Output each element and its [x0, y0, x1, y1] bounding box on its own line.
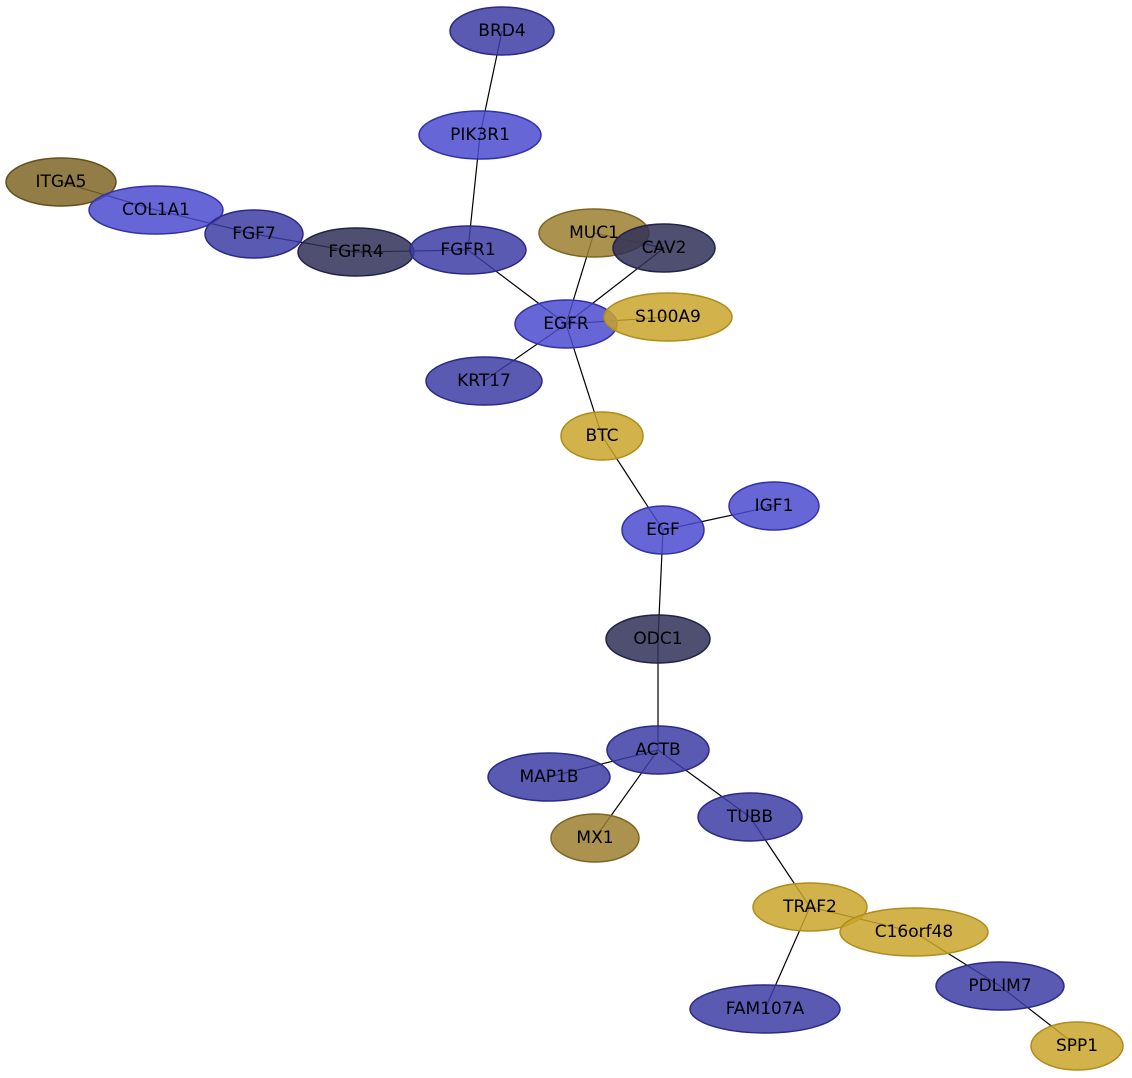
node-fgfr1[interactable]: FGFR1 — [409, 225, 527, 275]
node-shape — [5, 157, 117, 207]
node-shape — [621, 505, 705, 555]
node-label: SPP1 — [1056, 1036, 1098, 1056]
node-shape — [204, 209, 304, 259]
node-shape — [728, 481, 820, 531]
node-fam107a[interactable]: FAM107A — [689, 984, 841, 1034]
node-label: MAP1B — [519, 767, 578, 787]
node-label: C16orf48 — [875, 922, 954, 942]
node-pdlim7[interactable]: PDLIM7 — [935, 961, 1065, 1011]
node-c16orf48[interactable]: C16orf48 — [839, 907, 989, 957]
node-label: EGF — [646, 520, 680, 540]
node-itga5[interactable]: ITGA5 — [5, 157, 117, 207]
node-col1a1[interactable]: COL1A1 — [88, 185, 224, 235]
node-label: FGF7 — [232, 224, 276, 244]
node-mx1[interactable]: MX1 — [550, 813, 640, 863]
node-label: FGFR1 — [440, 240, 495, 260]
node-traf2[interactable]: TRAF2 — [752, 882, 868, 932]
node-fgf7[interactable]: FGF7 — [204, 209, 304, 259]
node-brd4[interactable]: BRD4 — [449, 6, 555, 56]
node-shape — [418, 110, 542, 160]
node-label: BTC — [586, 426, 619, 446]
node-label: COL1A1 — [122, 200, 190, 220]
node-label: PDLIM7 — [968, 976, 1031, 996]
node-shape — [689, 984, 841, 1034]
node-cav2[interactable]: CAV2 — [612, 223, 716, 273]
node-shape — [839, 907, 989, 957]
node-map1b[interactable]: MAP1B — [487, 752, 611, 802]
node-igf1[interactable]: IGF1 — [728, 481, 820, 531]
node-krt17[interactable]: KRT17 — [425, 356, 543, 406]
node-label: S100A9 — [635, 307, 701, 327]
node-label: TUBB — [726, 807, 773, 827]
node-label: CAV2 — [642, 238, 687, 258]
node-shape — [550, 813, 640, 863]
node-label: ITGA5 — [35, 172, 86, 192]
node-shape — [605, 614, 711, 664]
node-label: BRD4 — [478, 21, 525, 41]
edge-layer — [60, 30, 1078, 1047]
node-egf[interactable]: EGF — [621, 505, 705, 555]
node-shape — [752, 882, 868, 932]
node-label: MX1 — [576, 828, 613, 848]
node-shape — [409, 225, 527, 275]
node-label: ACTB — [635, 740, 680, 760]
node-label: FAM107A — [726, 999, 805, 1019]
node-label: KRT17 — [457, 371, 511, 391]
node-shape — [425, 356, 543, 406]
node-shape — [560, 411, 644, 461]
node-tubb[interactable]: TUBB — [697, 792, 803, 842]
node-shape — [606, 725, 710, 775]
node-spp1[interactable]: SPP1 — [1030, 1021, 1124, 1071]
node-shape — [1030, 1021, 1124, 1071]
node-shape — [88, 185, 224, 235]
node-label: PIK3R1 — [450, 125, 510, 145]
node-egfr[interactable]: EGFR — [514, 299, 618, 349]
node-odc1[interactable]: ODC1 — [605, 614, 711, 664]
node-label: MUC1 — [569, 223, 619, 243]
node-shape — [935, 961, 1065, 1011]
node-shape — [697, 792, 803, 842]
node-pik3r1[interactable]: PIK3R1 — [418, 110, 542, 160]
node-label: TRAF2 — [782, 897, 837, 917]
node-label: EGFR — [543, 314, 589, 334]
node-shape — [603, 292, 733, 342]
node-shape — [449, 6, 555, 56]
node-s100a9[interactable]: S100A9 — [603, 292, 733, 342]
node-shape — [487, 752, 611, 802]
node-label: ODC1 — [633, 629, 682, 649]
node-fgfr4[interactable]: FGFR4 — [297, 227, 415, 277]
node-label: IGF1 — [755, 496, 794, 516]
node-label: FGFR4 — [328, 242, 383, 262]
node-shape — [612, 223, 716, 273]
node-btc[interactable]: BTC — [560, 411, 644, 461]
node-actb[interactable]: ACTB — [606, 725, 710, 775]
